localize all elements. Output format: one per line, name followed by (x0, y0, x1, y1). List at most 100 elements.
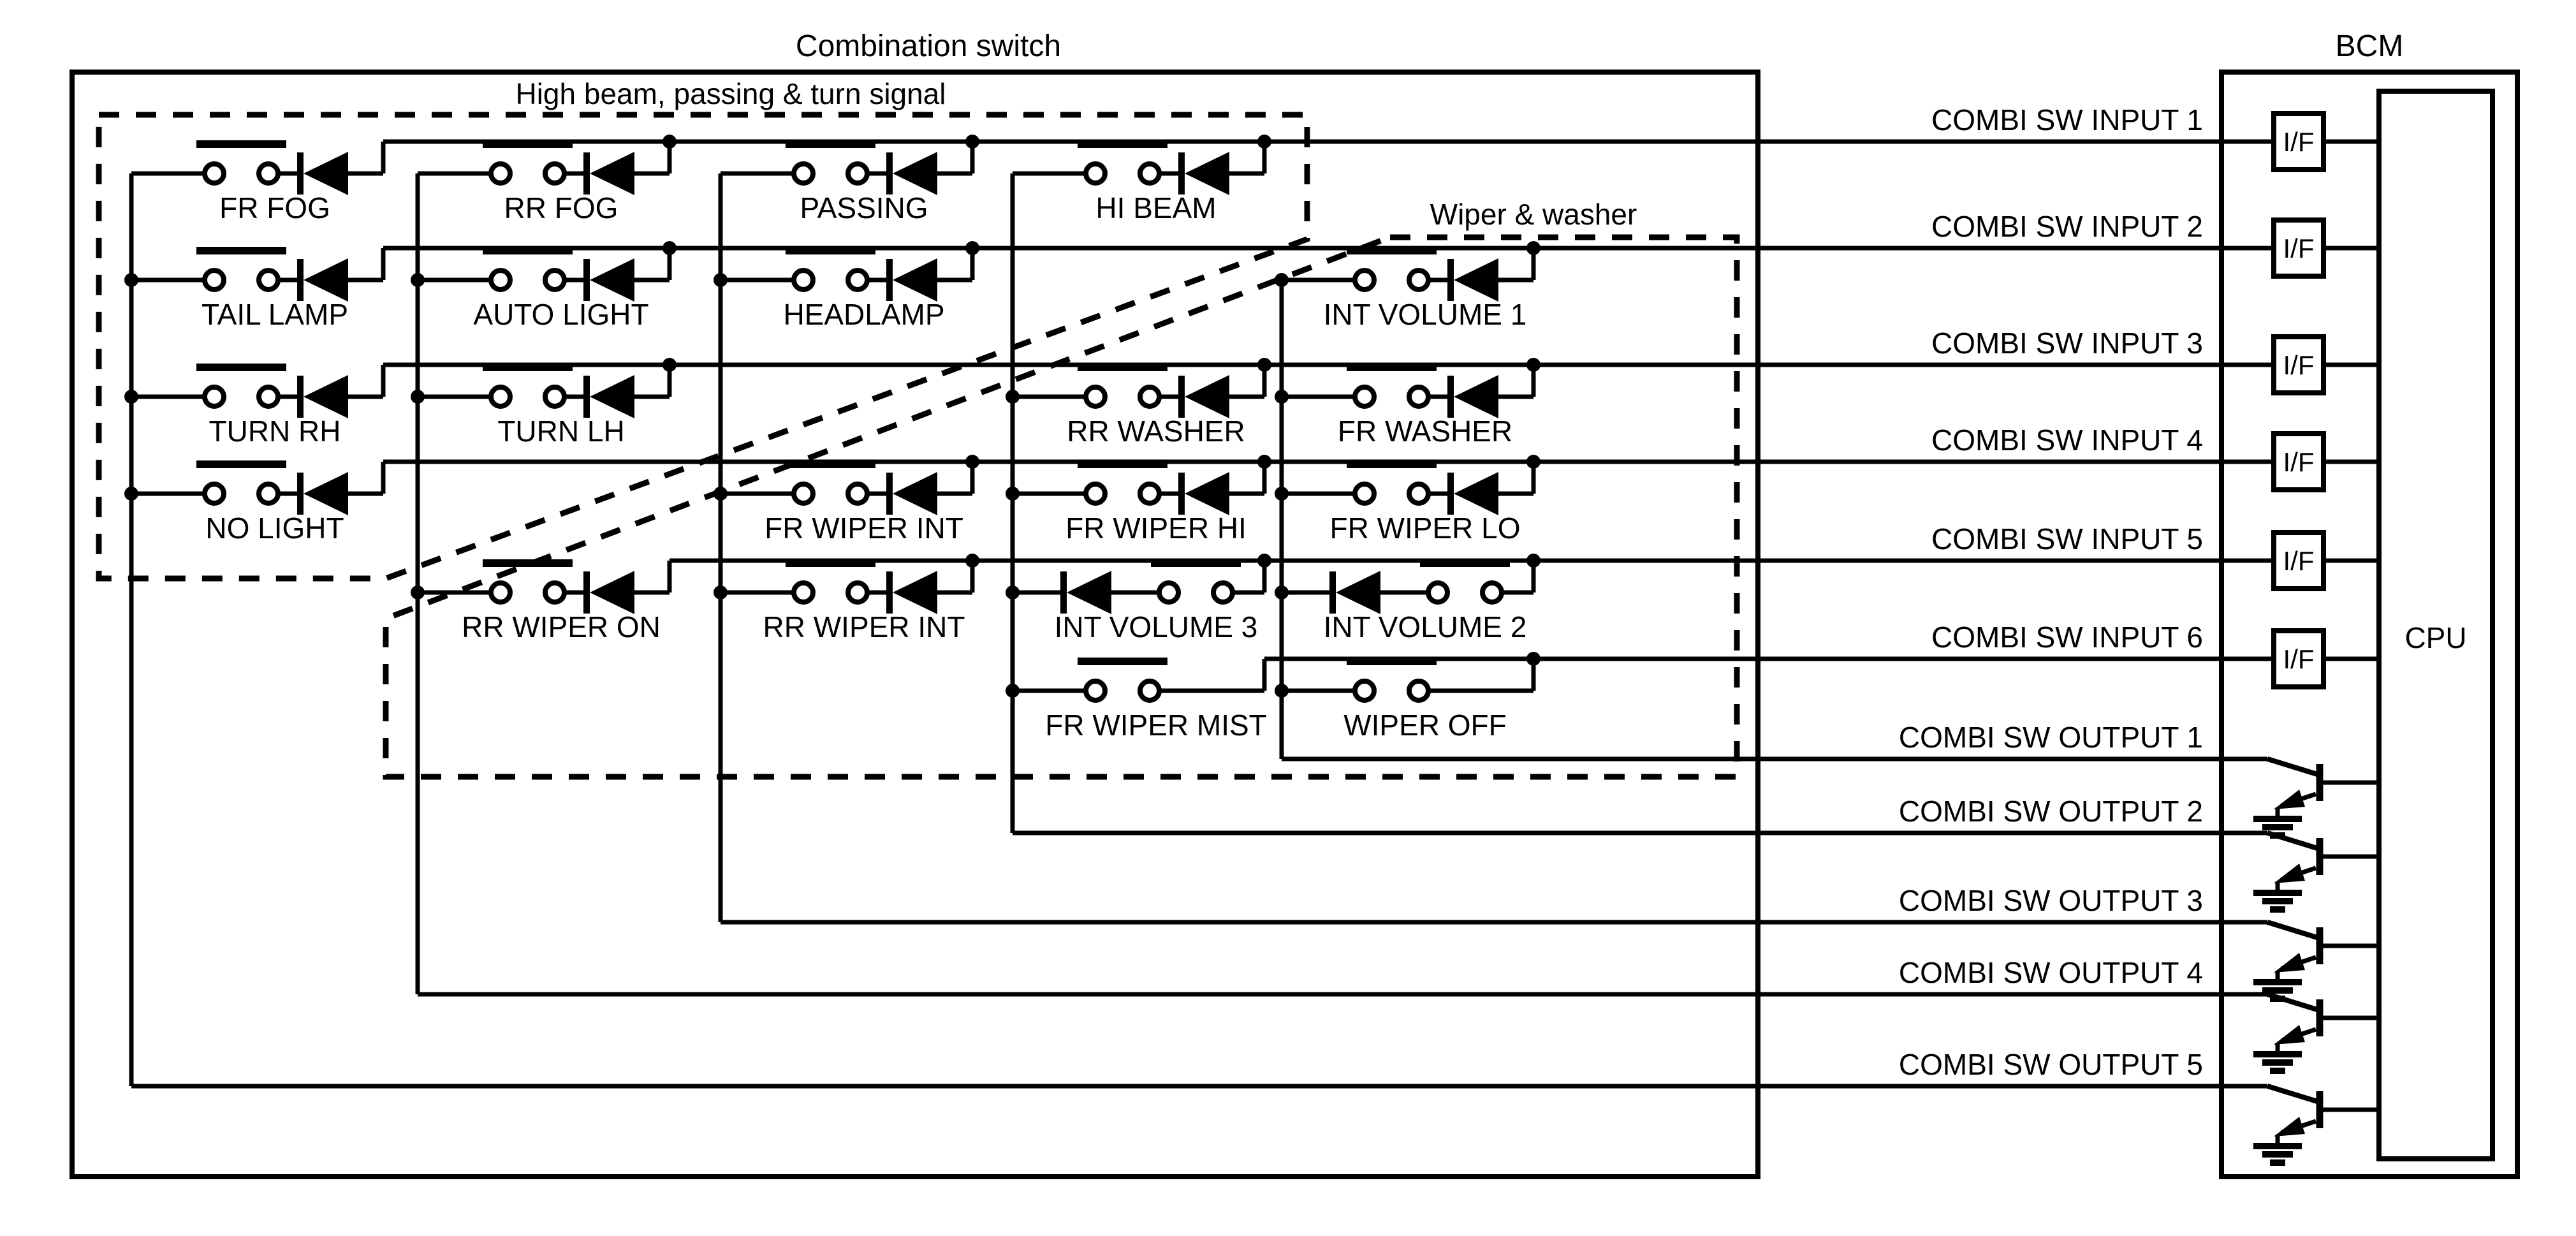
if-box (2271, 217, 2326, 279)
diode-triangle (1454, 472, 1498, 515)
switch-contact (543, 580, 567, 605)
combi-sw-output-4: COMBI SW OUTPUT 4 (418, 956, 2379, 1074)
emitter-arrow (2274, 953, 2305, 973)
input-label-1: COMBI SW INPUT 1 (1931, 103, 2203, 136)
switch-fr-fog: FR FOG (131, 140, 386, 224)
if-box-label: I/F (2283, 233, 2315, 263)
if-box-label: I/F (2283, 546, 2315, 576)
switch-contact (256, 482, 281, 506)
combi-sw-output-1: COMBI SW OUTPUT 1 (1282, 721, 2379, 839)
diode-triangle (304, 472, 348, 515)
switch-turn-rh: TURN RH (131, 364, 386, 448)
riser-junction-dot (1257, 358, 1271, 372)
switch-contact (488, 580, 513, 605)
switch-label-turn-rh: TURN RH (209, 415, 341, 448)
switch-contact (256, 268, 281, 292)
switch-contact (1352, 268, 1377, 292)
switch-fr-wiper-mist: FR WIPER MIST (1013, 658, 1267, 742)
diode-triangle (893, 472, 937, 515)
switch-rr-wiper-on: RR WIPER ON (418, 559, 672, 644)
riser-junction-dot (1526, 652, 1540, 666)
if-box-label: I/F (2283, 644, 2315, 674)
diode-triangle (304, 258, 348, 302)
input-label-6: COMBI SW INPUT 6 (1931, 621, 2203, 654)
ground-symbol-2 (2253, 890, 2302, 913)
ground-symbol-4 (2253, 1051, 2302, 1074)
switch-int-volume-3: INT VOLUME 3 (1013, 559, 1267, 644)
diode-triangle (893, 571, 937, 614)
switch-contact (1083, 161, 1108, 186)
output-transistor-4 (2266, 992, 2379, 1054)
emitter-arrow (2274, 864, 2305, 883)
switch-contact (1138, 161, 1162, 186)
switch-contact (543, 268, 567, 292)
diode-triangle (1185, 152, 1229, 195)
combi-sw-output-3: COMBI SW OUTPUT 3 (721, 884, 2379, 1002)
switch-rr-wiper-int: RR WIPER INT (721, 559, 975, 644)
switch-contact (202, 385, 226, 409)
switch-label-fr-washer: FR WASHER (1338, 415, 1512, 448)
switch-contact (1352, 385, 1377, 409)
switch-contact (845, 580, 870, 605)
riser-junction-dot (662, 135, 677, 149)
switch-label-hi-beam: HI BEAM (1095, 191, 1216, 224)
emitter-arrow (2274, 1117, 2305, 1137)
input-label-3: COMBI SW INPUT 3 (1931, 327, 2203, 360)
riser-junction-dot (1526, 554, 1540, 568)
riser-junction-dot (1257, 455, 1271, 469)
high-beam-group-outline (96, 112, 1310, 582)
switch-fr-washer: FR WASHER (1282, 364, 1536, 448)
switch-label-int-volume-2: INT VOLUME 2 (1324, 610, 1527, 644)
input-label-4: COMBI SW INPUT 4 (1931, 423, 2203, 457)
if-box-label: I/F (2283, 127, 2315, 157)
switch-int-volume-2: INT VOLUME 2 (1282, 559, 1536, 644)
riser-junction-dot (1526, 455, 1540, 469)
switch-contact (845, 482, 870, 506)
switch-contact (202, 482, 226, 506)
switch-contact (488, 268, 513, 292)
diode-triangle (1454, 258, 1498, 302)
switch-headlamp: HEADLAMP (721, 247, 975, 331)
switch-contact (543, 385, 567, 409)
riser-junction-dot (662, 358, 677, 372)
switch-contact (1480, 580, 1504, 605)
switch-contact (845, 268, 870, 292)
diode-triangle (1185, 472, 1229, 515)
diode-triangle (893, 258, 937, 302)
switch-contact (256, 161, 281, 186)
transistor-collector-lead (2266, 756, 2318, 777)
combi-sw-output-2: COMBI SW OUTPUT 2 (1013, 795, 2379, 913)
riser-junction-dot (965, 135, 979, 149)
switch-tail-lamp: TAIL LAMP (131, 247, 386, 331)
switch-label-rr-washer: RR WASHER (1067, 415, 1245, 448)
transistor-collector-lead (2266, 1084, 2318, 1104)
switch-label-fr-wiper-int: FR WIPER INT (765, 511, 963, 545)
switch-int-volume-1: INT VOLUME 1 (1282, 247, 1536, 331)
switch-fr-wiper-int: FR WIPER INT (721, 460, 975, 545)
switch-contact (791, 482, 816, 506)
riser-junction-dot (1526, 358, 1540, 372)
wiper-group-label: Wiper & washer (1430, 198, 1637, 231)
diode-triangle (1336, 571, 1380, 614)
combi-sw-output-5: COMBI SW OUTPUT 5 (131, 1048, 2379, 1166)
diode-triangle (590, 375, 634, 418)
switch-contact (202, 161, 226, 186)
output-label-1: COMBI SW OUTPUT 1 (1899, 721, 2203, 754)
switch-contact (791, 268, 816, 292)
switch-contact (1211, 580, 1235, 605)
output-label-5: COMBI SW OUTPUT 5 (1899, 1048, 2203, 1081)
bcm-title: BCM (2336, 29, 2404, 63)
transistor-collector-lead (2266, 992, 2318, 1012)
switch-contact (1407, 385, 1431, 409)
switch-label-fr-wiper-mist: FR WIPER MIST (1045, 709, 1267, 742)
combi-sw-input-4: I/F COMBI SW INPUT 4 (383, 423, 2379, 492)
output-label-2: COMBI SW OUTPUT 2 (1899, 795, 2203, 828)
switch-label-rr-wiper-on: RR WIPER ON (462, 610, 661, 644)
switch-contact (1426, 580, 1450, 605)
output-label-4: COMBI SW OUTPUT 4 (1899, 956, 2203, 989)
switch-label-fr-wiper-hi: FR WIPER HI (1065, 511, 1247, 545)
if-box-label: I/F (2283, 447, 2315, 477)
switch-label-auto-light: AUTO LIGHT (473, 298, 648, 331)
